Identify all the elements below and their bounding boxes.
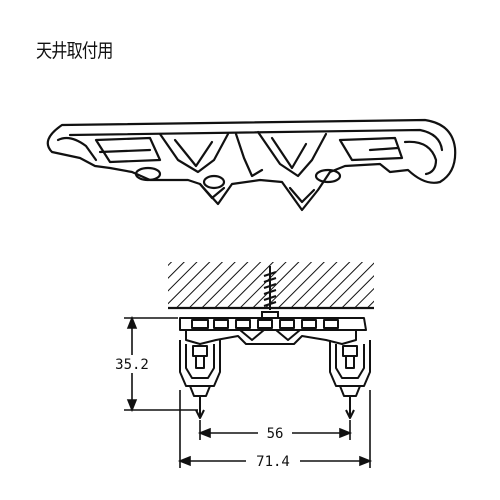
outer-width-dimension-label: 71.4 (256, 454, 290, 470)
outer-width-dimension (177, 390, 373, 468)
inner-width-dimension-label: 56 (267, 426, 284, 442)
rail-body (179, 317, 367, 345)
right-runner (329, 340, 371, 419)
height-dimension-label: 35.2 (115, 357, 149, 373)
rail-perspective-view (46, 118, 457, 212)
page-title: 天井取付用 (36, 40, 113, 62)
rail-cross-section: 35.2 56 71.4 (106, 262, 374, 470)
left-runner (179, 340, 221, 419)
